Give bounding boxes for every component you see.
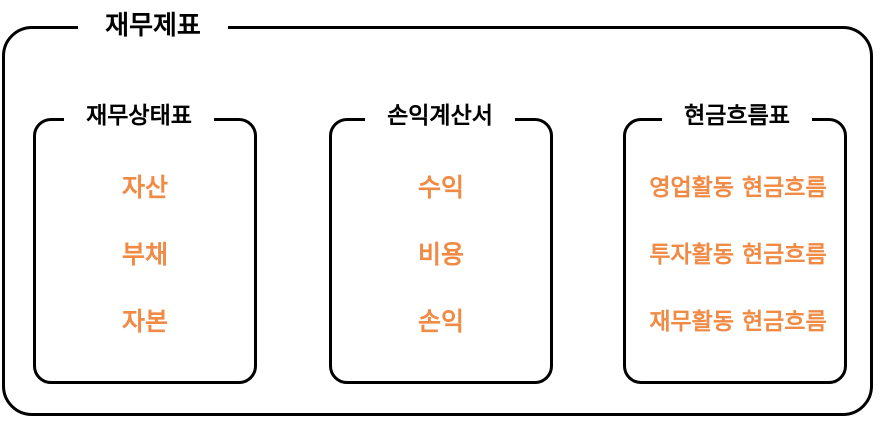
balance-sheet-item-equity: 자본	[121, 307, 168, 336]
cash-flow-item-operating: 영업활동 현금흐름	[649, 175, 827, 201]
financial-statements-title: 재무제표	[78, 6, 228, 46]
cash-flow-item-investing: 투자활동 현금흐름	[649, 242, 827, 268]
financial-statements-frame	[2, 26, 873, 416]
cash-flow-statement-title: 현금흐름표	[662, 96, 812, 136]
cash-flow-item-financing: 재무활동 현금흐름	[649, 309, 827, 335]
income-statement-item-profit-loss: 손익	[417, 307, 464, 336]
balance-sheet-item-assets: 자산	[121, 173, 168, 202]
balance-sheet-item-liabilities: 부채	[121, 240, 168, 269]
income-statement-item-expenses: 비용	[417, 240, 464, 269]
income-statement-title: 손익계산서	[365, 96, 515, 136]
balance-sheet-title: 재무상태표	[64, 96, 214, 136]
income-statement-item-revenue: 수익	[417, 173, 464, 202]
